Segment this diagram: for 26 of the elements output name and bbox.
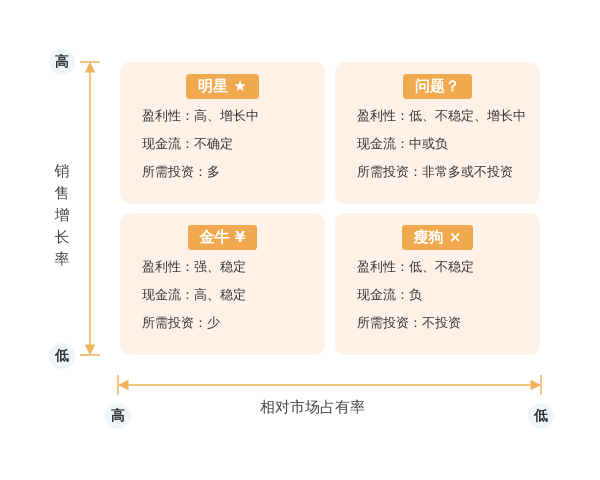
quadrant-text: 现金流：高、稳定 — [142, 287, 246, 304]
quadrant-text: 所需投资：多 — [142, 164, 220, 181]
quadrant-text: 盈利性：低、不稳定、增长中 — [357, 108, 526, 125]
quadrant-card — [120, 213, 325, 355]
quadrant-text: 所需投资：不投资 — [357, 315, 461, 332]
quadrant-card — [335, 213, 540, 355]
quadrant-title-badge: 明星 ★ — [186, 74, 259, 99]
quadrant-text: 盈利性：强、稳定 — [142, 259, 246, 276]
quadrant-title-badge: 瘦狗 × — [402, 225, 474, 250]
quadrant-text: 现金流：负 — [357, 287, 422, 304]
axis-end-label: 低 — [528, 403, 554, 429]
axis-end-label: 高 — [49, 49, 75, 75]
quadrant-text: 所需投资：少 — [142, 315, 220, 332]
quadrant-text: 盈利性：低、不稳定 — [357, 259, 474, 276]
quadrant-text: 所需投资：非常多或不投资 — [357, 164, 513, 181]
quadrant-card — [335, 62, 540, 204]
axis-end-label: 低 — [49, 343, 75, 369]
quadrant-title-badge: 问题？ — [403, 74, 472, 99]
axis-title: 销售增长率 — [54, 161, 70, 270]
quadrant-title-badge: 金牛 ¥ — [188, 225, 258, 250]
quadrant-text: 盈利性：高、增长中 — [142, 108, 259, 125]
quadrant-text: 现金流：不确定 — [142, 136, 233, 153]
axis-title: 相对市场占有率 — [260, 398, 365, 417]
axis-end-label: 高 — [105, 403, 131, 429]
quadrant-text: 现金流：中或负 — [357, 136, 448, 153]
quadrant-card — [120, 62, 325, 204]
